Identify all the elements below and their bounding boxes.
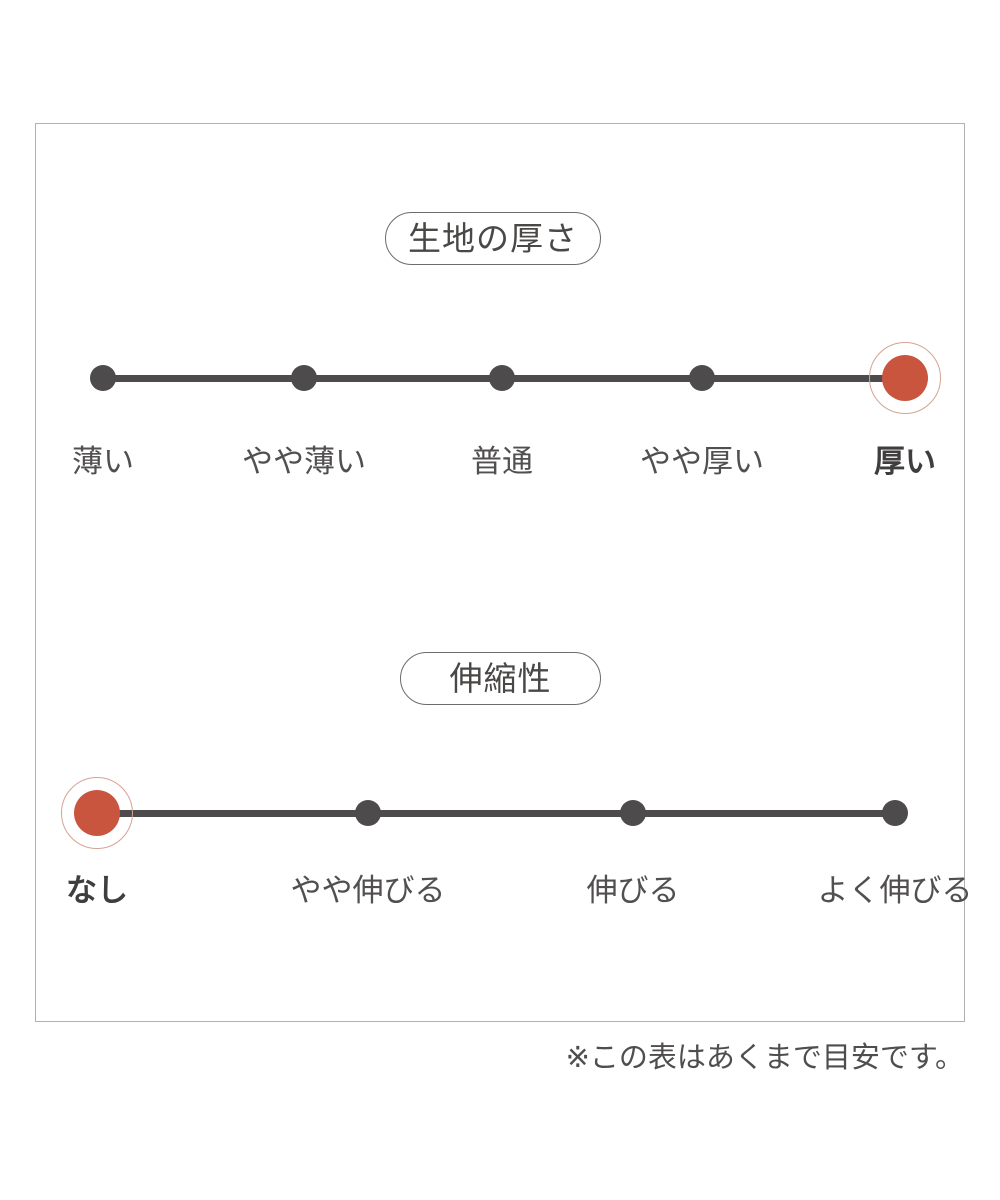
slider-dot[interactable] <box>882 800 908 826</box>
slider-dot-active[interactable] <box>74 790 120 836</box>
slider-dot[interactable] <box>489 365 515 391</box>
slider-label[interactable]: やや薄い <box>242 444 366 480</box>
section-title-stretchiness: 伸縮性 <box>400 652 601 705</box>
slider-dot[interactable] <box>620 800 646 826</box>
disclaimer-note: ※この表はあくまで目安です。 <box>565 1040 964 1074</box>
slider-dot[interactable] <box>355 800 381 826</box>
slider-label[interactable]: やや伸びる <box>290 873 446 909</box>
section-title-fabric-thickness: 生地の厚さ <box>385 212 601 265</box>
slider-active-ring <box>61 777 133 849</box>
slider-dot-active[interactable] <box>882 355 928 401</box>
slider-label[interactable]: よく伸びる <box>817 873 973 909</box>
slider-label[interactable]: 厚い <box>874 444 936 480</box>
slider-dot[interactable] <box>291 365 317 391</box>
slider-label[interactable]: 普通 <box>471 444 533 480</box>
slider-dot[interactable] <box>90 365 116 391</box>
slider-label[interactable]: 伸びる <box>586 873 680 909</box>
slider-label[interactable]: やや厚い <box>640 444 764 480</box>
slider-dot[interactable] <box>689 365 715 391</box>
slider-track <box>97 809 895 817</box>
chart-frame <box>35 123 965 1022</box>
slider-label[interactable]: なし <box>66 873 128 909</box>
slider-label[interactable]: 薄い <box>72 444 134 480</box>
slider-active-ring <box>869 342 941 414</box>
